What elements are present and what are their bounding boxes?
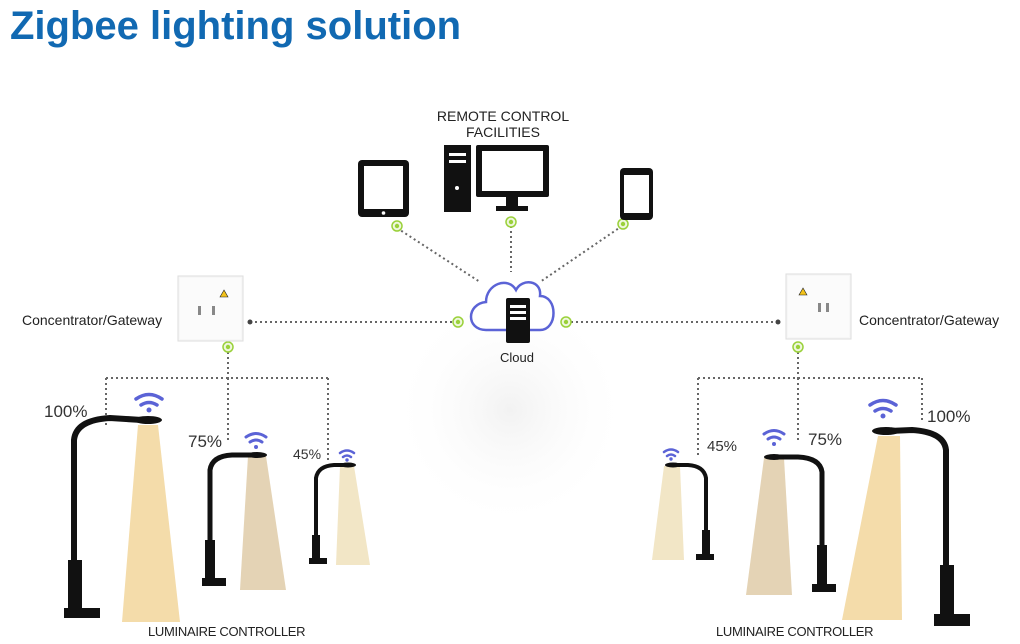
cloud-label: Cloud [500, 350, 534, 365]
server-icon [506, 298, 530, 343]
remote-control-line1: REMOTE CONTROL [436, 108, 570, 124]
wifi-icon-left-100 [134, 392, 164, 407]
desktop-computer-icon [444, 145, 549, 212]
level-label-left-1: 100% [44, 402, 88, 421]
street-light-right-75 [746, 454, 836, 595]
remote-control-label: REMOTE CONTROL FACILITIES [403, 108, 603, 140]
luminaire-controller-label-left: LUMINAIRE CONTROLLER [148, 624, 306, 639]
gateway-box-right-icon [785, 273, 852, 340]
level-label-right-2: 75% [808, 430, 843, 449]
level-label-left-3: 45% [293, 446, 322, 462]
street-light-left-100 [64, 414, 180, 622]
smartphone-icon [620, 168, 653, 220]
street-light-left-75 [202, 452, 286, 590]
background-glow [390, 290, 630, 530]
tablet-link [396, 227, 481, 283]
luminaire-controller-label-right: LUMINAIRE CONTROLLER [716, 624, 874, 639]
level-label-right-1: 45% [707, 438, 738, 455]
street-light-right-100 [842, 426, 970, 626]
phone-link [539, 225, 623, 283]
gateway-box-left-icon [177, 275, 244, 342]
tablet-icon [358, 160, 409, 217]
street-light-left-45 [309, 462, 370, 565]
wifi-icon-right-45 [662, 448, 680, 458]
level-label-right-3: 100% [927, 407, 971, 426]
wifi-icon-left-75 [244, 432, 268, 444]
level-label-left-2: 75% [188, 432, 223, 451]
gateway-label-left: Concentrator/Gateway [22, 312, 163, 328]
wifi-icon-right-100 [868, 398, 898, 413]
gateway-label-right: Concentrator/Gateway [859, 312, 1000, 328]
wifi-icon-right-75 [762, 429, 786, 441]
remote-control-line2: FACILITIES [466, 124, 540, 140]
wifi-icon-left-45 [338, 449, 356, 459]
page-title: Zigbee lighting solution [10, 4, 462, 48]
street-light-right-45 [652, 462, 714, 560]
